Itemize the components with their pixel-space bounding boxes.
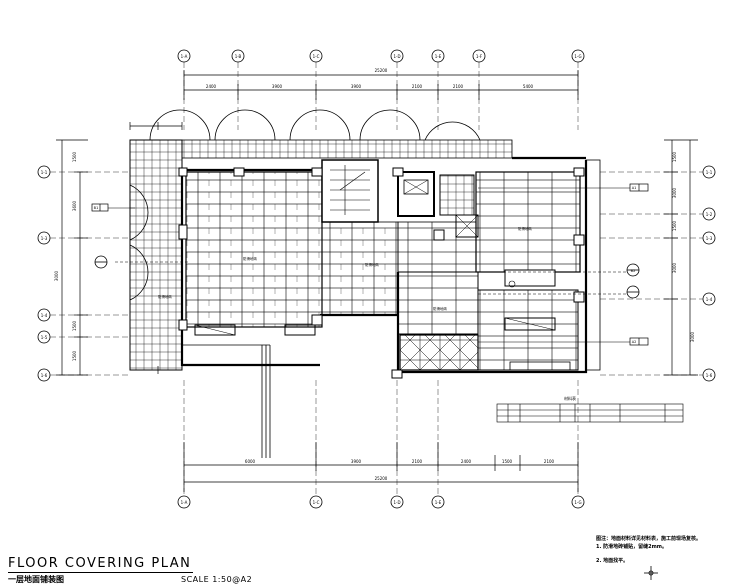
grid-bubble-label: 1-G — [574, 500, 581, 505]
bottom-total-dimension: 25200 — [375, 476, 388, 481]
left-dimension-text: 1500 — [72, 350, 77, 361]
title-underline — [8, 572, 193, 573]
drawing-title: FLOOR COVERING PLAN — [8, 556, 192, 571]
bottom-dimension-text: 2100 — [412, 459, 423, 464]
bottom-dimension-lines — [183, 380, 579, 495]
grid-bubble-label: 1-3 — [41, 236, 48, 241]
right-dimension-text: 3000 — [672, 262, 677, 273]
grid-bubble-label: 1-1 — [706, 170, 713, 175]
bottom-dimension-text: 6000 — [245, 459, 256, 464]
right-dimension-text: 1500 — [672, 220, 677, 231]
diamond-floor — [399, 334, 479, 371]
tag-label: B1 — [94, 206, 99, 210]
top-dimension-text: 5400 — [523, 84, 534, 89]
lower-right-tiles — [397, 271, 479, 335]
top-corridor-tiles — [181, 139, 513, 159]
top-dimension-text: 2400 — [206, 84, 217, 89]
grid-bubble-label: 1-E — [435, 500, 442, 505]
left-dimension-text: 3000 — [54, 270, 59, 281]
building-plan: A1 A2 B1 B2 防滑地砖 防滑地砖 防滑地砖 防滑地砖 防滑地砖 — [91, 109, 649, 458]
grid-bubble-label: 1-6 — [706, 373, 713, 378]
right-dimension-text: 1500 — [672, 151, 677, 162]
grid-bubble-label: 1-4 — [706, 297, 713, 302]
top-dimension-text: 3900 — [351, 84, 362, 89]
grid-bubble-label: 1-B — [235, 54, 242, 59]
tag-label: A1 — [632, 186, 637, 190]
balcony-arcs — [129, 109, 481, 301]
top-grid-bubbles — [177, 49, 585, 63]
grid-bubble-label: 1-1 — [41, 170, 48, 175]
material-legend-table — [496, 403, 684, 423]
note-line: 2. 地面找平。 — [596, 558, 629, 564]
drawing-subtitle: 一层地面铺装图 — [8, 575, 64, 584]
grid-bubble-label: 1-F — [476, 54, 483, 59]
grid-bubble-label: 1-E — [435, 54, 442, 59]
drawing-scale: SCALE 1:50@A2 — [181, 575, 253, 584]
right-dimension-lines — [600, 139, 705, 376]
grid-bubble-label: 1-3 — [706, 236, 713, 241]
grid-bubble-label: 1-A — [181, 54, 188, 59]
note-line: 1. 防滑地砖铺贴，留缝2mm。 — [596, 544, 668, 550]
left-dimension-text: 1500 — [72, 151, 77, 162]
tag-label: A2 — [632, 340, 637, 344]
top-dimension-lines — [183, 62, 579, 130]
right-dimension-text: 3000 — [672, 187, 677, 198]
left-dimension-text: 1500 — [72, 320, 77, 331]
right-dimension-text: 3000 — [690, 331, 695, 342]
room-label: 防滑地砖 — [518, 226, 532, 231]
left-grid-bubbles — [37, 165, 51, 382]
right-hall-tiles — [475, 171, 581, 273]
grid-bubble-label: 1-G — [574, 54, 581, 59]
top-total-dimension: 25200 — [375, 68, 388, 73]
left-dimension-text: 3600 — [72, 200, 77, 211]
bottom-dimension-text: 2100 — [544, 459, 555, 464]
room-label: 防滑地砖 — [433, 306, 447, 311]
stair — [321, 159, 379, 223]
compass-icon — [644, 566, 658, 580]
tag-label: B2 — [631, 269, 636, 273]
room-label: 防滑地砖 — [158, 294, 172, 299]
grid-bubble-label: 1-C — [313, 54, 320, 59]
grid-bubble-label: 1-D — [393, 500, 400, 505]
left-dimension-lines — [50, 139, 130, 376]
grid-bubble-label: 1-4 — [41, 313, 48, 318]
room-label: 防滑地砖 — [243, 256, 257, 261]
note-line: 图注：地面材料详见材料表，施工前现场复核。 — [596, 536, 702, 542]
bottom-dimension-text: 3900 — [351, 459, 362, 464]
top-dimension-text: 2100 — [453, 84, 464, 89]
legend-title: 材料表 — [564, 395, 576, 401]
top-dimension-text: 3900 — [272, 84, 283, 89]
grid-bubble-label: 1-2 — [706, 212, 713, 217]
center-hall-tiles — [321, 221, 399, 316]
grid-bubble-label: 1-5 — [41, 335, 48, 340]
room-label: 防滑地砖 — [365, 262, 379, 267]
terrace-tiles — [129, 139, 183, 371]
bottom-grid-bubbles — [177, 495, 585, 509]
grid-bubble-label: 1-A — [181, 500, 188, 505]
grid-bubble-label: 1-C — [313, 500, 320, 505]
bottom-dimension-text: 2400 — [461, 459, 472, 464]
main-hall-tiles — [185, 171, 323, 328]
bottom-dimension-text: 1500 — [502, 459, 513, 464]
grid-bubble-label: 1-6 — [41, 373, 48, 378]
grid-bubble-label: 1-D — [393, 54, 400, 59]
right-grid-bubbles — [702, 165, 716, 382]
top-dimension-text: 2100 — [412, 84, 423, 89]
